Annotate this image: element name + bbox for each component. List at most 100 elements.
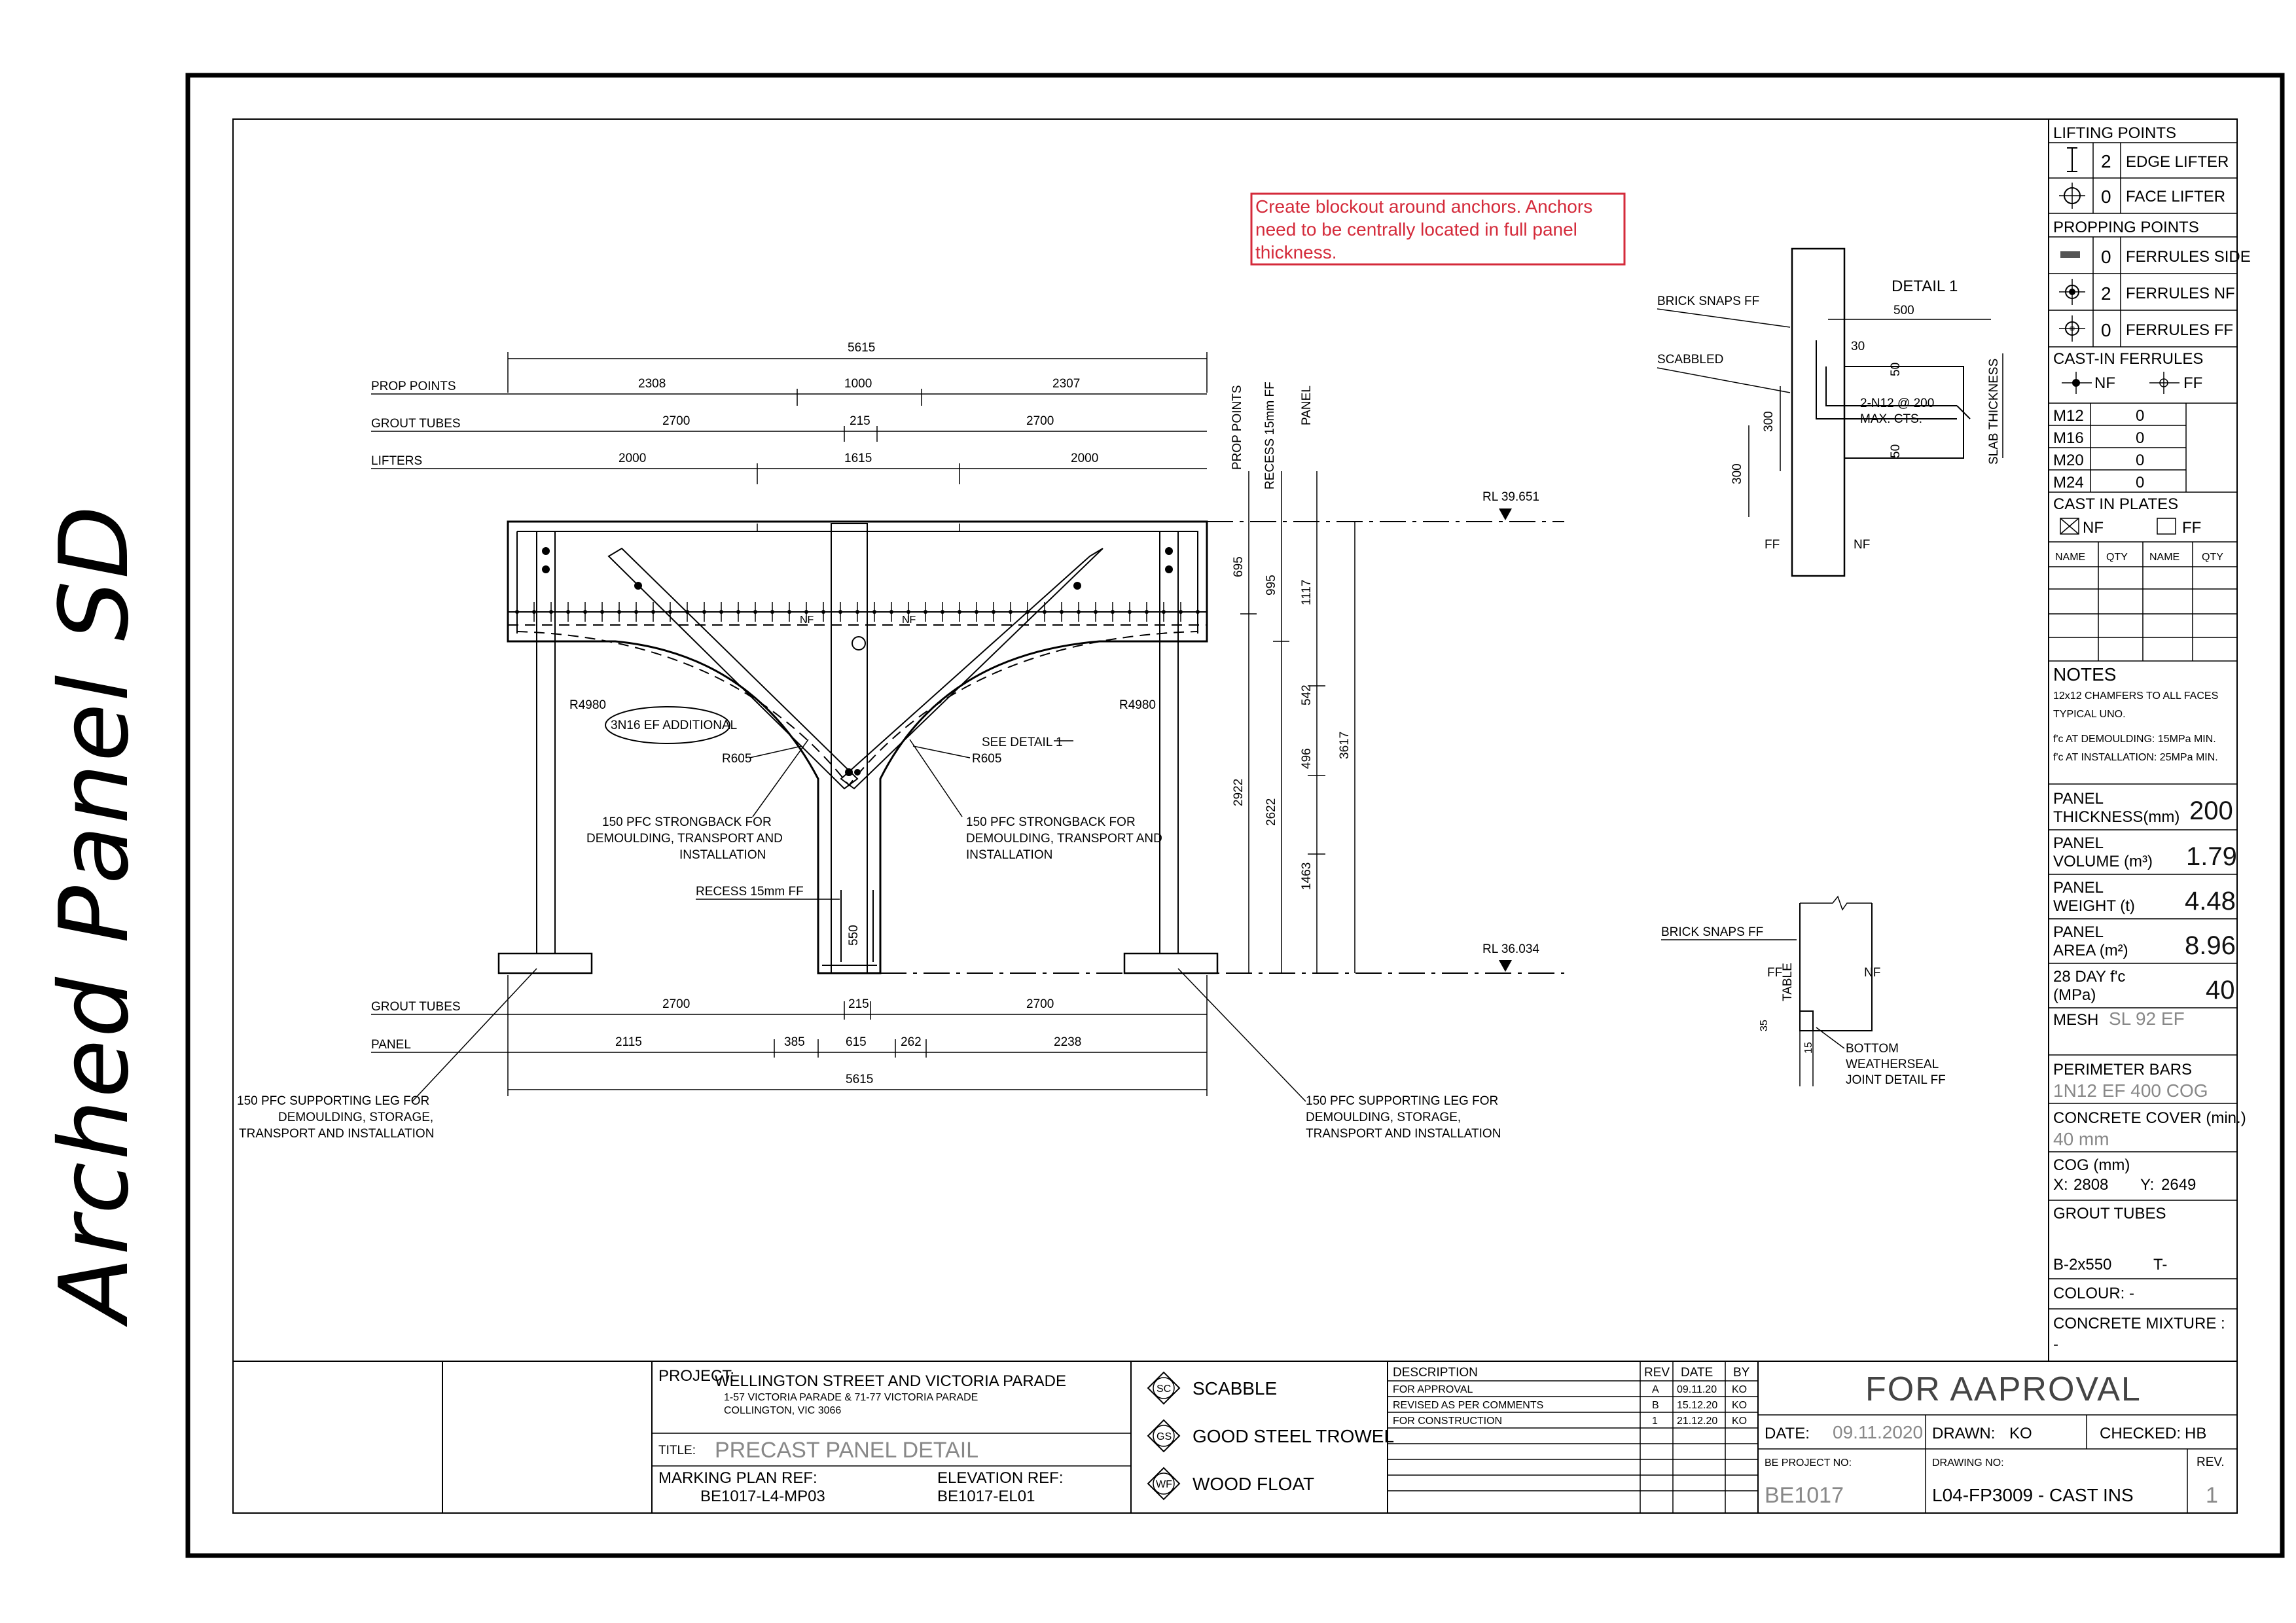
mesh-tie-dot xyxy=(992,610,996,614)
rev-code: A xyxy=(1652,1384,1659,1395)
mesh-tie-dot xyxy=(515,610,519,614)
dim-prop-3: 2307 xyxy=(1052,377,1080,391)
ff-plate-icon xyxy=(2157,518,2176,535)
strongback-note-right: DEMOULDING, TRANSPORT AND xyxy=(966,832,1162,846)
detail1-dim: 50 xyxy=(1889,363,1903,376)
detail2-note: WEATHERSEAL xyxy=(1846,1058,1939,1071)
ferrules-ff-qty: 0 xyxy=(2101,320,2111,340)
prop-label: THICKNESS(mm) xyxy=(2053,808,2179,826)
mesh-tie-dot xyxy=(753,610,757,614)
nf-plate-icon xyxy=(2060,518,2079,535)
panel-area-value: 8.96 xyxy=(2185,931,2236,960)
dim-grout-b2: 215 xyxy=(848,997,869,1011)
vdim: 2922 xyxy=(1232,779,1246,806)
prop-label: (MPa) xyxy=(2053,986,2096,1004)
annotation-note[interactable]: Create blockout around anchors. Anchors … xyxy=(1250,192,1626,266)
project-address: 1-57 VICTORIA PARADE & 71-77 VICTORIA PA… xyxy=(724,1392,978,1403)
steel-trowel-icon xyxy=(1147,1419,1181,1453)
date-value: 09.11.2020 xyxy=(1833,1422,1923,1442)
detail1-scabbled: SCABBLED xyxy=(1657,353,1723,366)
drawing-frame xyxy=(232,118,2238,1514)
panel-elevation[interactable]: 3N16 EF ADDITIONAL R4980 R4980 R605 R605… xyxy=(497,520,1219,974)
rev-date: 15.12.20 xyxy=(1677,1400,1717,1411)
rev-header: BY xyxy=(1733,1366,1750,1380)
detail1-dim: 30 xyxy=(1851,340,1865,353)
mesh-tie-dot xyxy=(566,610,570,614)
elevation-label: ELEVATION REF: xyxy=(937,1469,1063,1487)
mesh-tie-dot xyxy=(770,610,774,614)
ferrule-side-icon xyxy=(2060,251,2080,258)
edge-lifter-icon xyxy=(2067,147,2077,172)
legend-code: SC xyxy=(1157,1383,1171,1395)
dim-grout-b1: 2700 xyxy=(662,997,690,1011)
mesh-tie-dot xyxy=(1145,610,1149,614)
be-project-label: BE PROJECT NO: xyxy=(1765,1457,1852,1469)
annotation-line: need to be centrally located in full pan… xyxy=(1255,219,1577,240)
perimeter-bars-value: 1N12 EF 400 COG xyxy=(2053,1080,2208,1101)
label-grout-tubes-bottom: GROUT TUBES xyxy=(371,1000,461,1014)
dim-grout-1: 2700 xyxy=(662,414,690,428)
plate-header: NAME xyxy=(2055,552,2085,563)
ferrules-nf-qty: 2 xyxy=(2101,283,2111,304)
title-block: PROJECT: WELLINGTON STREET AND VICTORIA … xyxy=(233,1361,2237,1513)
face-lifter-qty: 0 xyxy=(2101,187,2111,207)
rev-header: REV xyxy=(1644,1366,1670,1380)
dim-overall-top: 5615 xyxy=(848,341,875,355)
grout-tubes-t: T- xyxy=(2153,1256,2167,1274)
level-bottom: RL 36.034 xyxy=(1482,942,1539,956)
mesh-tie-dot xyxy=(617,610,621,614)
annotation-line: Create blockout around anchors. Anchors xyxy=(1255,196,1592,217)
detail1-dim: 300 xyxy=(1731,463,1744,484)
strongback-note-right: 150 PFC STRONGBACK FOR xyxy=(966,815,1136,829)
plates-ff: FF xyxy=(2182,519,2201,537)
mesh-tie-dot xyxy=(668,610,672,614)
dim-grout-2: 215 xyxy=(850,414,870,428)
detail-1[interactable]: DETAIL 1 500 BRICK SNAPS FF SCABBLED 30 … xyxy=(1657,247,2003,577)
panel-volume-value: 1.79 xyxy=(2186,842,2237,871)
mesh-tie-dot xyxy=(1179,610,1183,614)
mesh-tie-dot xyxy=(1128,610,1132,614)
cast-in-nf: NF xyxy=(2094,374,2115,392)
edge-lifter-qty: 2 xyxy=(2101,151,2111,171)
label-r605-right: R605 xyxy=(972,752,1001,766)
leg-note-right: 150 PFC SUPPORTING LEG FOR xyxy=(1306,1094,1498,1108)
dim-lifter-1: 2000 xyxy=(619,452,646,465)
mesh-tie-dot xyxy=(1077,610,1081,614)
mesh-label: MESH xyxy=(2053,1011,2098,1029)
dimension-rows-bottom: GROUT TUBES 2700 215 2700 PANEL 2115 385… xyxy=(371,975,1208,1096)
drawing-no-value: L04-FP3009 - CAST INS xyxy=(1932,1485,2134,1505)
mesh-tie-dot xyxy=(651,610,655,614)
label-prop-points: PROP POINTS xyxy=(371,380,456,393)
prop-label: VOLUME (m³) xyxy=(2053,853,2153,870)
cog-y: 2649 xyxy=(2161,1176,2196,1194)
mesh-tie-dot xyxy=(532,610,536,614)
label-recess: RECESS 15mm FF xyxy=(696,885,804,899)
checked-label: CHECKED: xyxy=(2100,1425,2181,1442)
detail-weatherseal[interactable]: BRICK SNAPS FF FF NF TABLE 35 15 BOTTOM … xyxy=(1661,895,1946,1087)
dim-panel-5: 2238 xyxy=(1054,1035,1081,1049)
detail2-note: JOINT DETAIL FF xyxy=(1846,1073,1946,1087)
level-top: RL 39.651 xyxy=(1482,490,1539,504)
rev-header: DATE xyxy=(1681,1366,1713,1380)
dim-overall-bottom: 5615 xyxy=(846,1073,873,1086)
legend-label: WOOD FLOAT xyxy=(1193,1474,1314,1494)
ferrules-side-label: FERRULES SIDE xyxy=(2126,248,2251,266)
ferrules-nf-label: FERRULES NF xyxy=(2126,285,2235,302)
drawn-value: KO xyxy=(2009,1425,2032,1442)
date-label: DATE: xyxy=(1765,1425,1810,1442)
mesh-tie-dot xyxy=(821,610,825,614)
sheet-border xyxy=(185,73,2285,1558)
dim-grout-b3: 2700 xyxy=(1026,997,1054,1011)
cog-label: COG (mm) xyxy=(2053,1156,2130,1174)
legend-label: GOOD STEEL TROWEL xyxy=(1193,1426,1394,1446)
cog-y-label: Y: xyxy=(2140,1176,2154,1194)
status-stamp: FOR AAPROVAL xyxy=(1865,1370,2142,1408)
leg-note-left: DEMOULDING, STORAGE, xyxy=(278,1111,433,1124)
strongback-note-left: DEMOULDING, TRANSPORT AND xyxy=(586,832,783,846)
leg-note-right: TRANSPORT AND INSTALLATION xyxy=(1306,1127,1501,1141)
leg-note-left: TRANSPORT AND INSTALLATION xyxy=(239,1127,434,1141)
mesh-tie-dot xyxy=(924,610,927,614)
mesh-tie-dot xyxy=(1162,610,1166,614)
detail2-dim: 15 xyxy=(1803,1042,1814,1054)
